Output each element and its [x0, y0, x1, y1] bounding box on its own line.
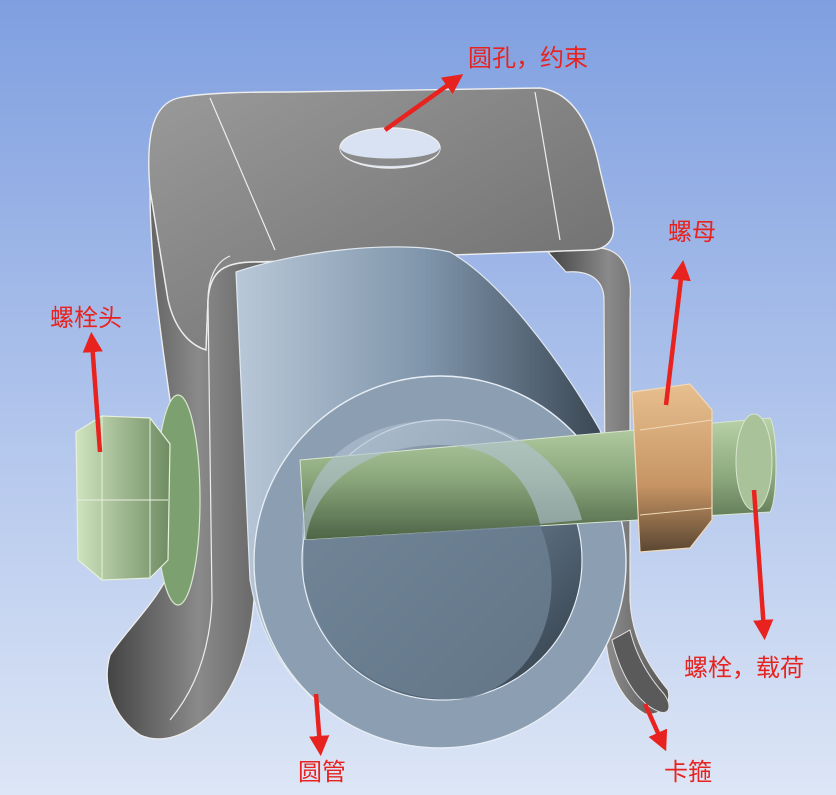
bracket-top [148, 87, 615, 351]
bracket-top-crease [209, 91, 561, 251]
bracket-left-leg-edge [169, 299, 213, 721]
label-hole-constraint: 圆孔，约束 [468, 44, 588, 72]
arrow-bolt-head [82, 331, 103, 453]
arrow-nut [663, 259, 691, 406]
bolt-head [75, 415, 171, 581]
arrow-clamp [642, 703, 668, 752]
label-bolt-load: 螺栓，载荷 [684, 654, 804, 682]
clamp-foot-right [611, 629, 670, 714]
constraint-hole-wall [340, 148, 440, 166]
label-clamp: 卡箍 [664, 758, 712, 786]
bolt-head-faces [78, 416, 168, 580]
nut-edges [639, 419, 713, 516]
label-round-pipe: 圆管 [298, 758, 346, 786]
arrow-hole [383, 74, 464, 132]
pipe-bore-lower [304, 525, 552, 700]
arrow-bolt [751, 489, 774, 641]
label-nut: 螺母 [668, 218, 716, 246]
pipe-bore-upper [301, 420, 582, 540]
nut [631, 383, 713, 553]
label-bolt-head: 螺栓头 [50, 304, 122, 332]
arrow-pipe [309, 693, 330, 757]
